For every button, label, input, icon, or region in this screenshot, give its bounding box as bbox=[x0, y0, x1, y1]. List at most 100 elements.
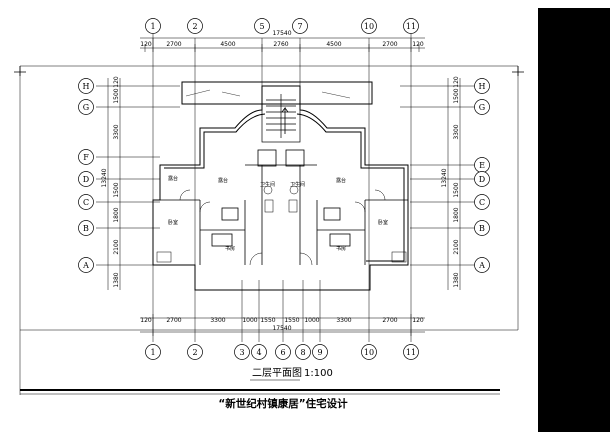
svg-text:3: 3 bbox=[239, 348, 244, 357]
axis-bubble: 4 bbox=[251, 344, 267, 360]
dim-label: 1000 bbox=[242, 317, 257, 324]
svg-text:E: E bbox=[479, 161, 485, 170]
axis-bubble: 2 bbox=[187, 344, 203, 360]
dim-label: 4500 bbox=[220, 41, 235, 48]
dim-label: 1500 bbox=[453, 88, 460, 103]
dim-label: 120 bbox=[140, 41, 152, 48]
drawing-subtitle: 二层平面图 bbox=[252, 367, 302, 379]
dim-label: 2100 bbox=[113, 239, 120, 254]
svg-text:B: B bbox=[479, 224, 485, 233]
terrace-hatch bbox=[185, 89, 351, 99]
axis-bubble: E bbox=[474, 157, 490, 173]
bottom-total-dim: 17540 bbox=[272, 325, 291, 332]
room-label: 卧室 bbox=[378, 219, 388, 226]
dim-label: 3300 bbox=[453, 124, 460, 139]
frame-corner-marks bbox=[14, 66, 524, 76]
right-total-dim: 13240 bbox=[441, 168, 448, 187]
grid-lines bbox=[19, 38, 519, 395]
svg-text:6: 6 bbox=[280, 348, 285, 357]
dim-label: 1550 bbox=[284, 317, 299, 324]
right-segment-dims: 120 1500 3300 1500 1800 2100 1380 bbox=[453, 76, 460, 288]
svg-text:2: 2 bbox=[192, 22, 197, 31]
axis-bubble: 11 bbox=[403, 18, 419, 34]
dim-label: 2100 bbox=[453, 239, 460, 254]
axis-bubble: C bbox=[78, 194, 94, 210]
svg-text:D: D bbox=[83, 175, 89, 184]
title-block-bar bbox=[538, 8, 610, 432]
axis-bubble: 1 bbox=[145, 344, 161, 360]
dim-label: 1800 bbox=[453, 207, 460, 222]
axis-bubble: A bbox=[78, 257, 94, 273]
axis-bubble: G bbox=[474, 99, 490, 115]
svg-text:10: 10 bbox=[364, 22, 374, 31]
bottom-axis-bubbles: 1 2 3 4 6 8 9 bbox=[145, 344, 419, 360]
svg-text:7: 7 bbox=[297, 22, 302, 31]
right-dimension-lines bbox=[447, 78, 461, 290]
axis-bubble: C bbox=[474, 194, 490, 210]
room-label: 露台 bbox=[336, 177, 346, 184]
dim-label: 1380 bbox=[453, 272, 460, 287]
left-total-dim: 13240 bbox=[101, 168, 108, 187]
axis-bubble: 2 bbox=[187, 18, 203, 34]
right-axis-bubbles: H G E D C B A bbox=[474, 78, 490, 273]
axis-bubble: 1 bbox=[145, 18, 161, 34]
axis-bubble: D bbox=[78, 171, 94, 187]
room-label: 卫生间 bbox=[290, 181, 305, 188]
svg-text:A: A bbox=[82, 261, 89, 270]
dim-label: 3300 bbox=[336, 317, 351, 324]
axis-bubble: 11 bbox=[403, 344, 419, 360]
svg-text:2: 2 bbox=[192, 348, 197, 357]
axis-bubble: B bbox=[78, 220, 94, 236]
svg-text:11: 11 bbox=[406, 348, 416, 357]
svg-text:H: H bbox=[479, 82, 486, 91]
svg-text:1: 1 bbox=[150, 348, 155, 357]
door-swings bbox=[179, 189, 386, 266]
building-outline bbox=[152, 81, 409, 291]
dim-label: 1500 bbox=[113, 88, 120, 103]
drawing-main-title: “新世纪村镇康居”住宅设计 bbox=[218, 397, 348, 410]
axis-bubble: 10 bbox=[361, 344, 377, 360]
axis-bubble: D bbox=[474, 171, 490, 187]
svg-text:F: F bbox=[83, 153, 89, 162]
room-label: 露台 bbox=[218, 177, 228, 184]
left-dimension-lines bbox=[107, 78, 121, 290]
dim-label: 120 bbox=[113, 76, 120, 88]
left-axis-bubbles: H G F D C B A bbox=[78, 78, 94, 273]
axis-bubble: 10 bbox=[361, 18, 377, 34]
svg-text:H: H bbox=[83, 82, 90, 91]
room-label: 露台 bbox=[168, 175, 178, 182]
svg-text:11: 11 bbox=[406, 22, 416, 31]
svg-text:G: G bbox=[83, 103, 89, 112]
dim-label: 1500 bbox=[113, 182, 120, 197]
dim-label: 3300 bbox=[210, 317, 225, 324]
room-label: 书房 bbox=[225, 245, 235, 252]
dim-label: 2700 bbox=[166, 41, 181, 48]
svg-text:C: C bbox=[479, 198, 485, 207]
axis-bubble: 9 bbox=[312, 344, 328, 360]
svg-text:D: D bbox=[479, 175, 485, 184]
axis-bubble: 5 bbox=[254, 18, 270, 34]
svg-text:5: 5 bbox=[259, 22, 264, 31]
svg-text:10: 10 bbox=[364, 348, 374, 357]
bottom-dimension-lines bbox=[140, 314, 425, 336]
room-label: 卫生间 bbox=[260, 181, 275, 188]
svg-text:9: 9 bbox=[317, 348, 322, 357]
svg-text:G: G bbox=[479, 103, 485, 112]
dim-label: 2700 bbox=[166, 317, 181, 324]
left-segment-dims: 120 1500 3300 1500 1800 2100 1380 bbox=[113, 76, 120, 288]
svg-text:B: B bbox=[83, 224, 89, 233]
axis-bubble: A bbox=[474, 257, 490, 273]
dim-label: 120 bbox=[140, 317, 152, 324]
svg-text:8: 8 bbox=[300, 348, 305, 357]
dim-label: 3300 bbox=[113, 124, 120, 139]
dim-label: 4500 bbox=[326, 41, 341, 48]
svg-text:1: 1 bbox=[150, 22, 155, 31]
axis-bubble: B bbox=[474, 220, 490, 236]
svg-text:A: A bbox=[478, 261, 485, 270]
top-dimension-lines bbox=[140, 34, 425, 52]
fixtures bbox=[156, 185, 407, 263]
bottom-segment-dims: 120 2700 3300 1000 1550 1550 1000 3300 2… bbox=[140, 317, 424, 324]
dim-label: 2760 bbox=[273, 41, 288, 48]
dim-label: 2700 bbox=[382, 41, 397, 48]
